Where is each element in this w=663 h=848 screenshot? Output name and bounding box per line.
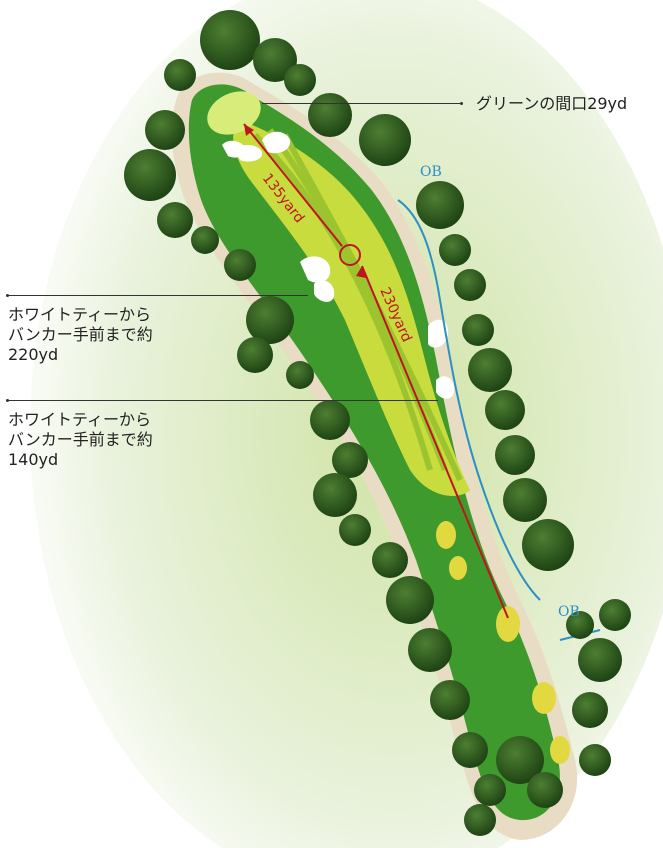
- tee-front: [436, 521, 456, 549]
- bunker-220-line-3: 220yd: [8, 345, 59, 364]
- bunker-220-leader-line: [8, 295, 308, 296]
- tree: [246, 296, 294, 344]
- tree: [359, 114, 411, 166]
- tree: [496, 736, 544, 784]
- shot-line-tee: [361, 265, 509, 619]
- tree: [124, 149, 176, 201]
- tree: [462, 314, 494, 346]
- tree: [286, 361, 314, 389]
- tree: [599, 599, 631, 631]
- tree: [578, 638, 622, 682]
- ob-line-upper: [397, 199, 541, 601]
- tree: [313, 473, 357, 517]
- arrow-head-green: [244, 124, 254, 136]
- tree: [191, 226, 219, 254]
- tree: [503, 478, 547, 522]
- shot-lines: [243, 123, 509, 619]
- tree: [164, 59, 196, 91]
- bunker-220-line-2: バンカー手前まで約: [8, 325, 153, 344]
- tree: [253, 38, 297, 82]
- tree: [572, 692, 608, 728]
- tree: [408, 628, 452, 672]
- tree: [224, 249, 256, 281]
- bunker-220-leader-dot: [6, 294, 9, 297]
- bunker-green-mid: [236, 144, 263, 162]
- tree: [522, 519, 574, 571]
- tee-blue: [532, 682, 556, 714]
- target-circle: [339, 244, 361, 266]
- tree: [416, 181, 464, 229]
- bunkers: [222, 131, 455, 399]
- bunker-220: [300, 256, 331, 283]
- bunker-220-note: ホワイトティーから バンカー手前まで約 220yd: [8, 305, 153, 365]
- tree: [474, 774, 506, 806]
- bunker-140-line-3: 140yd: [8, 450, 59, 469]
- tree: [145, 110, 185, 150]
- tree: [495, 435, 535, 475]
- putting-green: [207, 91, 261, 135]
- ob-label-upper: OB: [420, 164, 442, 180]
- arrow-head-target: [356, 266, 366, 278]
- tree: [308, 93, 352, 137]
- bunker-220-line-1: ホワイトティーから: [8, 305, 152, 324]
- tee-front-2: [449, 556, 467, 580]
- tree: [468, 348, 512, 392]
- tree: [310, 400, 350, 440]
- tree: [439, 234, 471, 266]
- bunker-220-b: [314, 280, 335, 302]
- bunker-140-leader-line: [8, 400, 438, 401]
- tree: [527, 772, 563, 808]
- rough-area: [188, 84, 560, 821]
- tree-cluster: [124, 10, 631, 836]
- tee-boxes: [436, 521, 570, 764]
- tree: [430, 680, 470, 720]
- tree: [485, 390, 525, 430]
- tree: [157, 202, 193, 238]
- bunker-140-b: [436, 376, 455, 399]
- fairway-stripe: [252, 132, 433, 471]
- tree: [464, 804, 496, 836]
- green-width-note: グリーンの間口29yd: [476, 94, 628, 113]
- tree: [454, 269, 486, 301]
- tree: [372, 542, 408, 578]
- tree: [237, 337, 273, 373]
- tree: [284, 64, 316, 96]
- tree: [579, 744, 611, 776]
- green-leader-line: [262, 103, 460, 104]
- tree: [339, 514, 371, 546]
- tree: [566, 611, 594, 639]
- tree: [452, 732, 488, 768]
- tree: [200, 10, 260, 70]
- ob-label-lower: OB: [558, 604, 580, 620]
- bunker-140: [428, 319, 448, 348]
- shot-line-green: [243, 123, 343, 247]
- green-leader-dot: [460, 102, 463, 105]
- bunker-green-right: [262, 131, 291, 154]
- bunker-140-line-1: ホワイトティーから: [8, 410, 152, 429]
- bunker-140-note: ホワイトティーから バンカー手前まで約 140yd: [8, 410, 153, 470]
- bunker-140-line-2: バンカー手前まで約: [8, 430, 153, 449]
- bunker-140-leader-dot: [6, 399, 9, 402]
- tree: [386, 576, 434, 624]
- tree: [332, 442, 368, 478]
- tee-white: [496, 606, 520, 642]
- tee-back: [550, 736, 570, 764]
